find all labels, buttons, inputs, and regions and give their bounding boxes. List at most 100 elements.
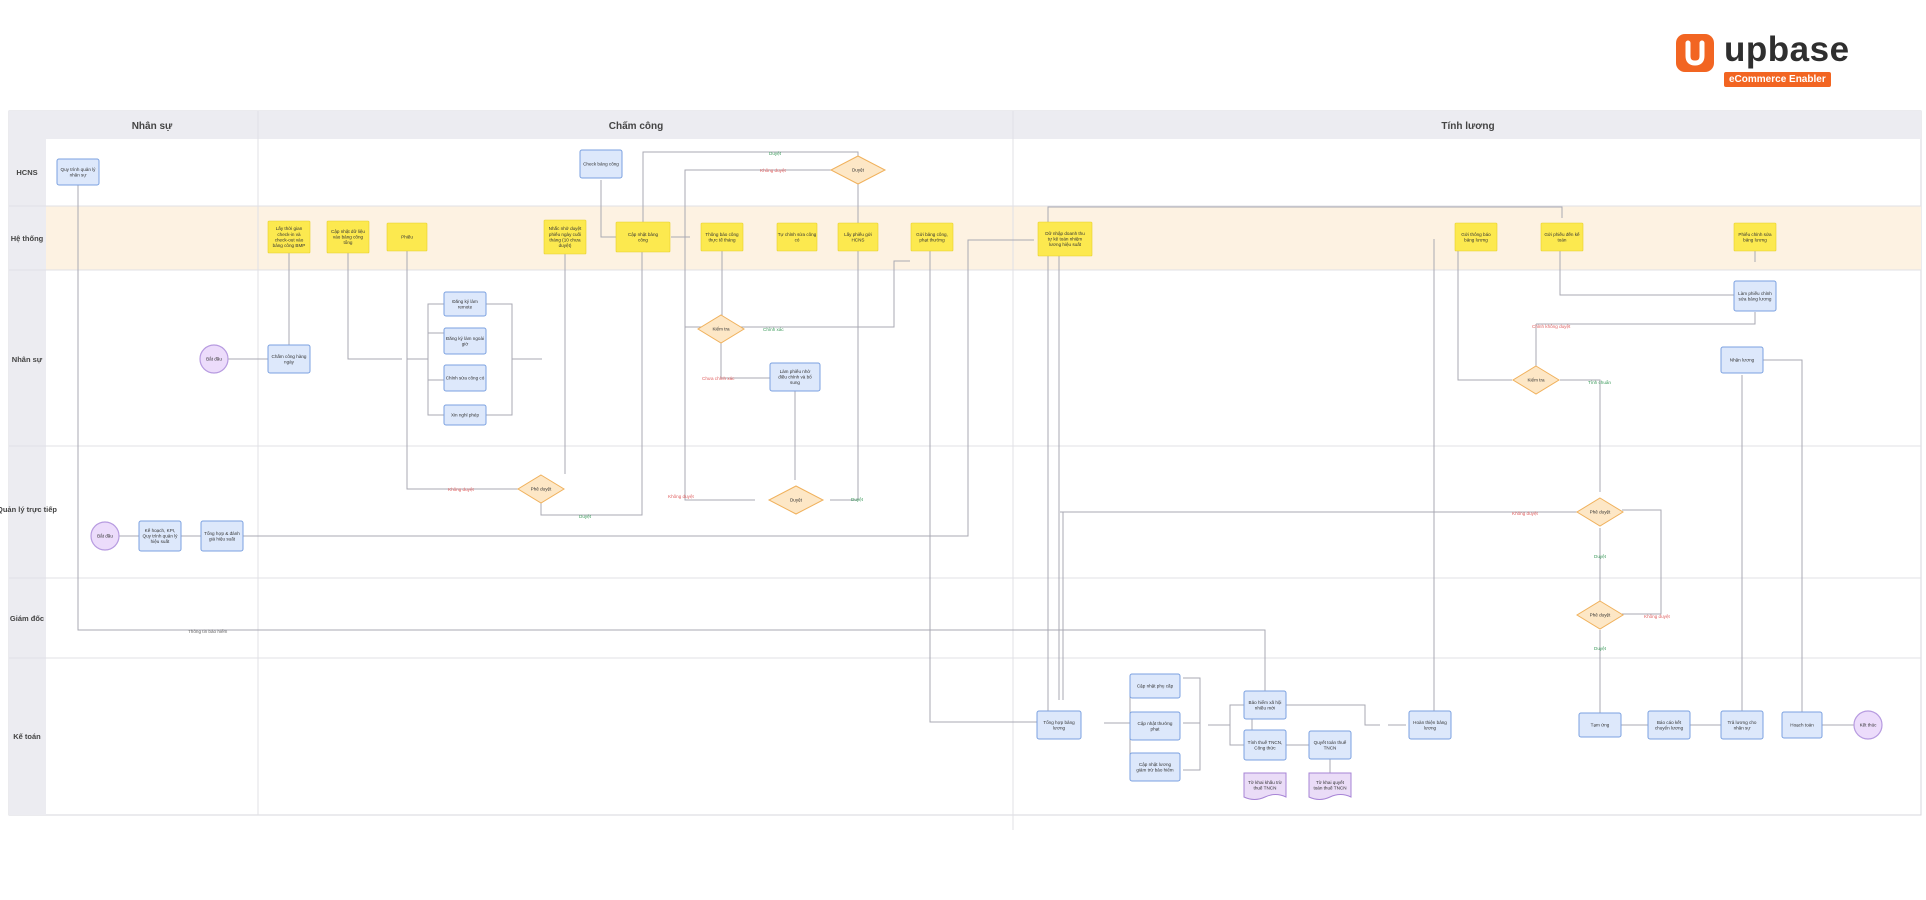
- node-ns-kiem-tra2: Kiểm tra: [1512, 365, 1560, 395]
- svg-text:Nhắc nhở duyệt: Nhắc nhở duyệt: [549, 225, 582, 231]
- svg-text:TNCN: TNCN: [1324, 745, 1337, 750]
- svg-text:Kết thúc: Kết thúc: [1860, 723, 1878, 728]
- svg-text:duyệt): duyệt): [559, 243, 572, 248]
- logo-tagline: eCommerce Enabler: [1724, 72, 1831, 87]
- svg-text:toán: toán: [1558, 237, 1567, 242]
- lane-label-nhan-su: Nhân sự: [12, 355, 43, 364]
- edge-label-duyet-3: Duyệt: [851, 497, 864, 502]
- svg-text:tự kê toán nhiệm: tự kê toán nhiệm: [1048, 237, 1083, 242]
- node-kt-tam-ung: Tạm ứng: [1578, 712, 1622, 738]
- logo-wordmark: upbase: [1724, 30, 1850, 69]
- edge-label-duyet-2: Duyệt: [579, 514, 592, 519]
- edge-label-khong-duyet: Không duyệt: [760, 168, 787, 173]
- svg-text:chuyển lương: chuyển lương: [1655, 724, 1684, 730]
- svg-text:nhiều mới: nhiều mới: [1255, 705, 1275, 710]
- node-kt-hoach-toan: Hoạch toán: [1781, 711, 1823, 739]
- svg-text:remote: remote: [458, 304, 473, 309]
- svg-text:nhân sự: nhân sự: [1734, 725, 1751, 730]
- svg-text:Duyệt: Duyệt: [852, 168, 865, 173]
- node-dec-duyet-top: Duyệt: [829, 155, 887, 185]
- node-ql-bat-dau: Bắt đầu: [90, 521, 120, 551]
- upbase-logo-icon: [1676, 34, 1714, 72]
- svg-text:Nhận lương: Nhận lương: [1730, 358, 1755, 363]
- svg-text:hiệu suất: hiệu suất: [151, 539, 170, 544]
- svg-text:tháng (10 chưa: tháng (10 chưa: [549, 237, 581, 242]
- svg-text:giờ: giờ: [462, 341, 469, 346]
- node-ns-xin-nghi: Xin nghỉ phép: [443, 404, 487, 426]
- svg-text:Quy trình quản lý: Quy trình quản lý: [143, 534, 179, 539]
- svg-text:bảng lương: bảng lương: [1464, 237, 1488, 242]
- edge-label-duyet: Duyệt: [769, 151, 782, 156]
- svg-text:Kế hoạch, KPI,: Kế hoạch, KPI,: [145, 528, 176, 533]
- edge-label-chua-chinh-xac: Chưa chính xác: [702, 376, 735, 381]
- svg-text:Tính thuế TNCN,: Tính thuế TNCN,: [1248, 740, 1283, 745]
- svg-text:Tự chỉnh sửa công: Tự chỉnh sửa công: [778, 231, 817, 237]
- edge-label-thong-tin: Thông tin bảo hiểm: [188, 628, 228, 634]
- svg-text:giá hiệu suất: giá hiệu suất: [209, 536, 236, 541]
- svg-text:Kiểm tra: Kiểm tra: [1527, 377, 1545, 383]
- node-ht-goibc: Gửi bảng công,phạt thưởng: [910, 222, 954, 252]
- svg-text:Hoàn thiện bảng: Hoàn thiện bảng: [1413, 720, 1447, 725]
- svg-text:toán thuế TNCN: toán thuế TNCN: [1313, 785, 1346, 790]
- brand-logo: upbase eCommerce Enabler: [1676, 30, 1849, 90]
- svg-text:Phê duyệt: Phê duyệt: [1590, 510, 1611, 515]
- svg-text:Cập nhật bảng: Cập nhật bảng: [628, 232, 659, 237]
- node-gd-phe-duyet: Phê duyệt: [1576, 600, 1624, 630]
- node-kt-tinh-thue: Tính thuế TNCN,Công thức: [1243, 729, 1287, 761]
- svg-text:Lấy thời gian: Lấy thời gian: [276, 226, 303, 231]
- svg-text:Check bảng công: Check bảng công: [583, 162, 619, 167]
- svg-text:thực tế tháng: thực tế tháng: [708, 237, 736, 242]
- node-ql-duyet: Duyệt: [767, 485, 825, 515]
- edge-label-duyet-4: Duyệt: [1594, 554, 1607, 559]
- svg-text:Dữ nhập doanh thu: Dữ nhập doanh thu: [1045, 231, 1085, 236]
- svg-text:Gửi phiếu đến kế: Gửi phiếu đến kế: [1544, 231, 1580, 237]
- phase-header-tinh-luong: Tính lương: [1441, 121, 1494, 132]
- svg-text:phạt thưởng: phạt thưởng: [919, 236, 945, 242]
- svg-text:Gửi thông báo: Gửi thông báo: [1461, 231, 1491, 237]
- svg-text:Phiếu chỉnh sửa: Phiếu chỉnh sửa: [1738, 231, 1772, 237]
- svg-text:Cập nhật phụ cấp: Cập nhật phụ cấp: [1137, 684, 1174, 689]
- svg-text:công: công: [638, 237, 648, 242]
- svg-text:phiếu ngày cuối: phiếu ngày cuối: [549, 232, 581, 237]
- svg-text:Đăng ký làm ngoài: Đăng ký làm ngoài: [446, 336, 484, 341]
- edge-label-khong-duyet-4: Không duyệt: [1512, 511, 1539, 516]
- svg-text:Cập nhật dữ liệu: Cập nhật dữ liệu: [331, 229, 365, 234]
- svg-text:Phiếu: Phiếu: [401, 235, 413, 240]
- edge-label-khong-duyet-2: Không duyệt: [448, 487, 475, 492]
- svg-text:Tờ khai quyết: Tờ khai quyết: [1316, 780, 1345, 785]
- svg-text:Gửi bảng công,: Gửi bảng công,: [916, 231, 948, 237]
- svg-text:lương: lương: [1424, 725, 1437, 730]
- svg-text:thuế TNCN: thuế TNCN: [1254, 785, 1277, 790]
- phase-header-cham-cong: Chấm công: [609, 120, 663, 132]
- svg-text:Làm phiếu nhờ: Làm phiếu nhờ: [780, 369, 811, 374]
- phase-header-bar: [9, 111, 1921, 139]
- svg-text:Chỉnh sửa công có: Chỉnh sửa công có: [446, 375, 485, 381]
- svg-text:Chấm công hàng: Chấm công hàng: [272, 354, 307, 359]
- edge-label-chinh-xac: Chính xác: [763, 327, 784, 332]
- svg-text:nhân sự: nhân sự: [70, 172, 87, 177]
- svg-text:có: có: [795, 237, 800, 242]
- svg-text:lương hiệu suất: lương hiệu suất: [1049, 242, 1082, 247]
- svg-text:giảm trừ bảo hiểm: giảm trừ bảo hiểm: [1136, 766, 1173, 772]
- svg-text:tổng: tổng: [344, 239, 353, 245]
- svg-text:bảng công BMP: bảng công BMP: [273, 243, 306, 248]
- svg-text:Bảo hiểm xã hội: Bảo hiểm xã hội: [1249, 699, 1282, 705]
- svg-text:phạt: phạt: [1151, 726, 1161, 731]
- svg-text:check-out vào: check-out vào: [275, 237, 304, 242]
- svg-text:Phê duyệt: Phê duyệt: [531, 487, 552, 492]
